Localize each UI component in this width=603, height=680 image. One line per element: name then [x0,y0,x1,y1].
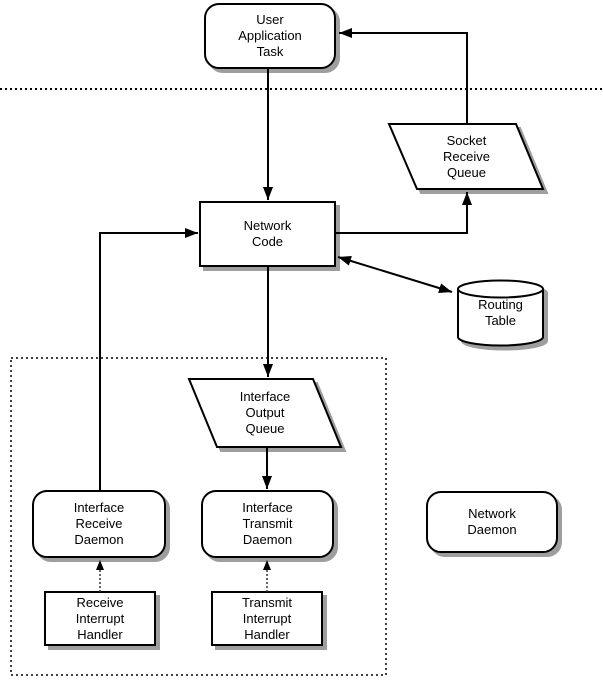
arrow-socket-receive-queue-to-user-app [339,28,468,124]
interface-layer-box [10,357,387,676]
shape-network-code [199,201,336,267]
shape-routing-table [457,279,544,347]
shape-transmit-interrupt-handler [211,591,323,646]
arrow-network-code-routing-table-bidirectional [337,256,453,293]
arrow-receive-daemon-to-network-code [99,228,198,491]
shape-interface-transmit-daemon [201,490,334,558]
shape-receive-interrupt-handler [44,591,156,646]
shape-network-daemon [426,491,558,553]
shape-interface-output-queue [187,378,343,448]
arrow-network-code-to-socket-receive-queue [335,192,472,234]
shape-interface-receive-daemon [32,490,166,558]
shape-socket-receive-queue [387,123,545,190]
shape-user-application-task [204,3,336,69]
